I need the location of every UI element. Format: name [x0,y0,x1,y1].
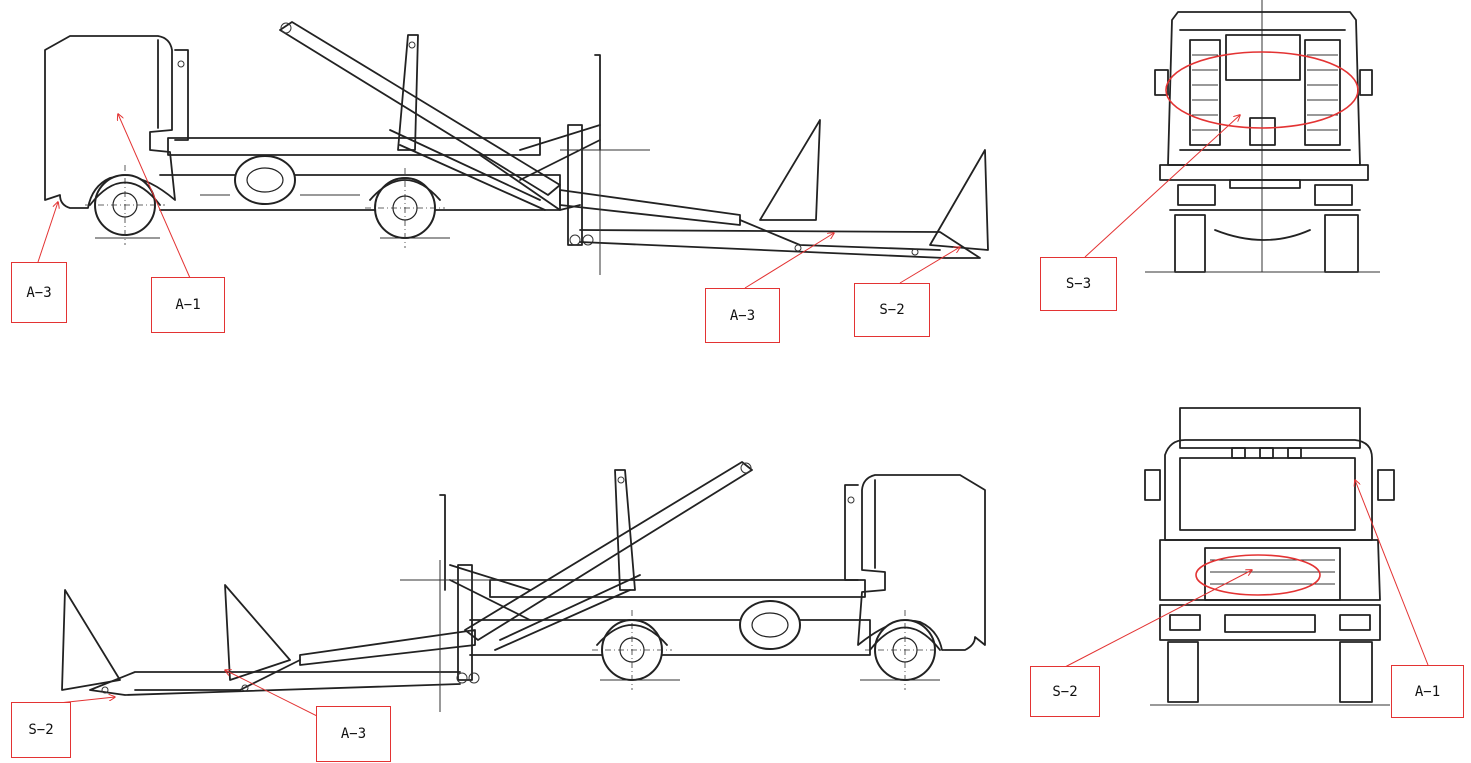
callout-a3-arm: A−3 [705,288,780,343]
boom-top [279,21,561,196]
callout-a1-mirror: A−1 [1391,665,1464,718]
leader-a3-arm [744,233,834,289]
highlight-front-grille [1195,554,1321,596]
leader-a1-mirror [1355,480,1429,666]
callout-a3-front: A−3 [11,262,67,323]
cab-bottom [857,474,986,651]
front-view [1144,407,1395,706]
highlight-rear-panel [1165,51,1359,129]
callout-s2-tail-bottom: S−2 [11,702,71,758]
callout-s3-rear: S−3 [1040,257,1117,311]
rear-view [1145,0,1380,273]
callout-a3-arm-bottom: A−3 [316,706,391,762]
boom-bottom [464,461,753,641]
side-view-bottom [61,461,986,712]
leader-s2-grille [1064,570,1252,668]
leader-s3-rear [1084,115,1240,258]
chassis-top [167,137,541,156]
callout-s2-tail: S−2 [854,283,930,337]
chassis-bottom [489,579,866,598]
arm-bottom [299,629,476,666]
front-cab [1164,439,1373,541]
annotations [37,51,1429,736]
callout-a1-cab: A−1 [151,277,225,333]
callout-s2-grille: S−2 [1030,666,1100,717]
arm-top [559,189,741,226]
leader-s2-tail [899,247,960,284]
side-view-top [44,21,989,275]
leader-a3-front [37,202,58,263]
leader-a1-cab [118,114,191,279]
